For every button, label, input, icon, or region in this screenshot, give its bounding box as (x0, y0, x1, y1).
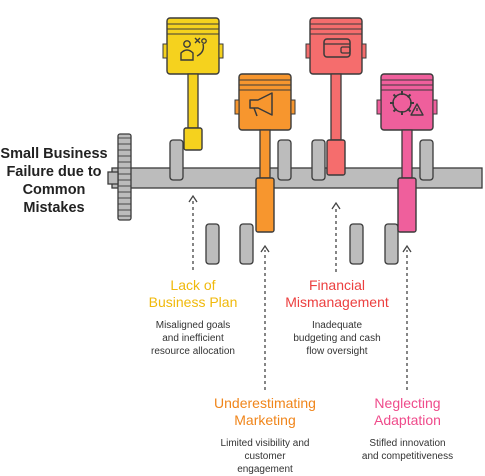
cause-description-line: and competitiveness (361, 451, 454, 462)
leader-arrow (260, 244, 270, 390)
cause-title-line: Underestimating (214, 395, 316, 411)
crank-web (349, 223, 364, 265)
diagram-title-text: Small Business Failure due to Common Mis… (0, 146, 108, 216)
icon-stroke (180, 49, 194, 61)
cause-title-line: Lack of (170, 277, 216, 293)
cause-description: Inadequate budgeting and cash flow overs… (272, 319, 402, 358)
cause-description-line: Stifled innovation (369, 438, 446, 449)
leader-arrow (402, 244, 412, 390)
piston-notch (376, 99, 382, 115)
piston-notch (305, 43, 311, 59)
gear-warning-icon (390, 91, 424, 116)
wallet-icon (323, 38, 351, 58)
icon-stroke (249, 92, 273, 116)
icon-stroke (201, 38, 207, 44)
piston-4 (376, 73, 438, 233)
user-strategy-icon (180, 37, 207, 61)
arrow-head (331, 201, 341, 210)
icon-stroke (183, 40, 191, 48)
icon-stroke (194, 37, 201, 44)
end-gear (117, 133, 132, 221)
cause-description-line: customer (244, 451, 286, 462)
cause-title: Financial Mismanagement (272, 277, 402, 311)
arrow-head (188, 194, 198, 203)
cause-title: Lack of Business Plan (128, 277, 258, 311)
piston-head (166, 17, 220, 75)
piston-head (380, 73, 434, 131)
diagram-title: Small Business Failure due to Common Mis… (0, 145, 108, 217)
piston-3 (305, 17, 367, 176)
icon-stroke (196, 43, 205, 57)
cause-description-line: Misaligned goals (155, 320, 231, 331)
icon-stroke (340, 46, 351, 54)
cause-title: Underestimating Marketing (195, 395, 335, 429)
cause-description-line: resource allocation (151, 346, 235, 357)
cause-description: Stifled innovation and competitiveness (340, 437, 475, 463)
icon-stroke (253, 107, 258, 117)
piston-notch (234, 99, 240, 115)
cause-title-line: Marketing (234, 412, 296, 428)
cause-description: Misaligned goals and inefficient resourc… (128, 319, 258, 358)
crank-web (277, 139, 292, 181)
cause-description-line: engagement (237, 464, 293, 475)
cause-lack-of-business-plan: Lack of Business Plan Misaligned goals a… (128, 277, 258, 358)
cause-title-line: Neglecting (374, 395, 441, 411)
crank-web (205, 223, 220, 265)
icon-stroke (392, 93, 412, 113)
arrow-head (402, 244, 412, 253)
cause-description-line: Limited visibility and (220, 438, 310, 449)
connecting-rod (187, 73, 199, 129)
piston-notch (361, 43, 367, 59)
leader-arrow (188, 194, 198, 270)
cause-title-line: Adaptation (374, 412, 441, 428)
piston-notch (218, 43, 224, 59)
cause-description-line: flow oversight (306, 346, 368, 357)
piston-2 (234, 73, 296, 233)
crank-web (384, 223, 399, 265)
crank-pin (326, 139, 346, 176)
cause-financial-mismanagement: Financial Mismanagement Inadequate budge… (272, 277, 402, 358)
crank-web (419, 139, 434, 181)
piston-notch (432, 99, 438, 115)
cause-title-line: Mismanagement (285, 294, 389, 310)
cause-title-line: Financial (308, 277, 366, 293)
crank-web (169, 139, 184, 181)
piston-notch (162, 43, 168, 59)
piston-1 (162, 17, 224, 151)
cause-neglecting-adaptation: Neglecting Adaptation Stifled innovation… (340, 395, 475, 463)
piston-head (309, 17, 363, 75)
arrow-head (260, 244, 270, 253)
cause-title: Neglecting Adaptation (340, 395, 475, 429)
megaphone-icon (249, 92, 273, 117)
connecting-rod (330, 73, 342, 141)
crank-web (239, 223, 254, 265)
piston-notch (290, 99, 296, 115)
crank-pin (183, 127, 203, 151)
cause-underestimating-marketing: Underestimating Marketing Limited visibi… (195, 395, 335, 476)
cause-title-line: Business Plan (148, 294, 238, 310)
crank-pin (255, 177, 275, 233)
connecting-rod (401, 129, 413, 179)
crank-pin (397, 177, 417, 233)
shaft-end-cap (107, 171, 119, 185)
crankshaft (107, 133, 483, 265)
connecting-rod (259, 129, 271, 179)
crank-web (311, 139, 326, 181)
cause-description-line: Inadequate (311, 320, 363, 331)
cause-description-line: and inefficient (162, 333, 224, 344)
leader-arrow (331, 201, 341, 272)
cause-description-line: budgeting and cash (293, 333, 381, 344)
cause-description: Limited visibility and customer engageme… (195, 437, 335, 476)
piston-head (238, 73, 292, 131)
